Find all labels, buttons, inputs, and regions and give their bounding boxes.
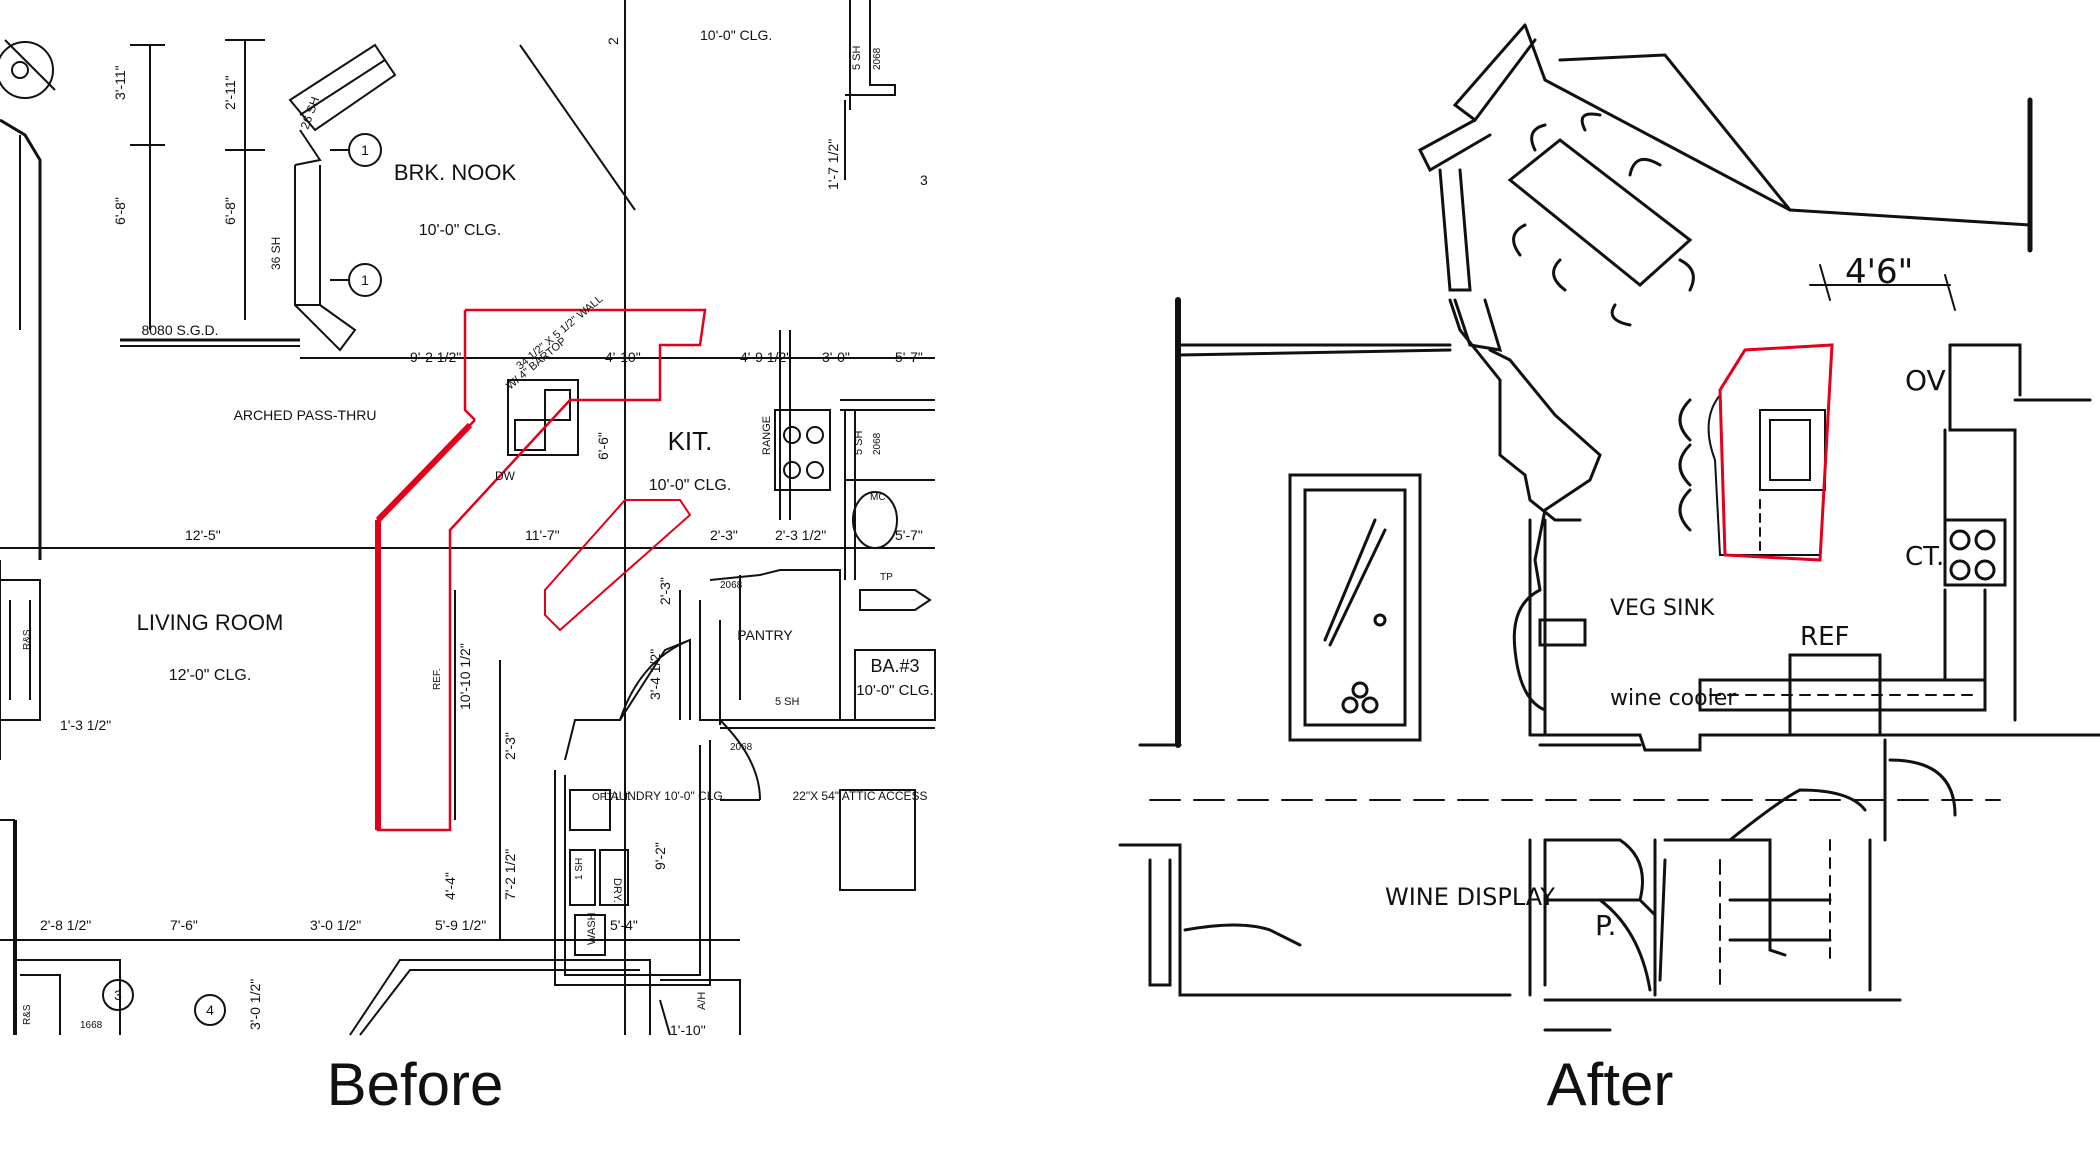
window-5sh-top: 5 SH <box>851 45 863 70</box>
dim-27: 5'-9 1/2" <box>435 917 486 933</box>
dim-24: 2'-8 1/2" <box>40 917 91 933</box>
dim-29: 3'-0 1/2" <box>247 979 263 1030</box>
window-5sh-kitchen: 5 SH <box>853 430 865 455</box>
dim-7: 4'-9 1/2" <box>740 349 791 365</box>
wine-display-label: WINE DISPLAY <box>1385 883 1555 911</box>
dim-28: 5'-4" <box>610 917 638 933</box>
refrigerator-label: REF. <box>432 668 443 690</box>
dishwasher-label: DW <box>495 469 516 483</box>
dim-14: 2'-3 1/2" <box>775 527 826 543</box>
door-1668: 1668 <box>80 1020 103 1031</box>
door-2068-kitchen: 2068 <box>872 432 883 455</box>
dim-5: 9'-2 1/2" <box>410 349 461 365</box>
wall-spec: 34 1/2" X 5 1/2" WALL <box>514 293 605 372</box>
door-2068-top: 2068 <box>872 47 883 70</box>
dim-33: 4'-4" <box>442 872 458 900</box>
after-plan-sketch: 4'6" OV CT. VEG SINK wine cooler REF WIN… <box>1118 23 2100 1032</box>
air-handler-label: A/H <box>696 992 708 1010</box>
after-floor-plan: 4'6" OV CT. VEG SINK wine cooler REF WIN… <box>1110 0 2100 1040</box>
refrigerator-label: REF <box>1800 622 1849 652</box>
dim-25: 7'-6" <box>170 917 198 933</box>
dim-32: 3 <box>920 172 928 188</box>
window-36sh: 36 SH <box>269 237 283 270</box>
range-label: RANGE <box>761 416 773 455</box>
dim-20: 2'-3" <box>502 732 518 760</box>
dim-8: 3'-0" <box>822 349 850 365</box>
dim-12: 6'-6" <box>595 432 611 460</box>
kitchen-ceiling: 10'-0" CLG. <box>649 477 732 494</box>
wine-cooler-label: wine cooler <box>1610 686 1737 711</box>
dim-11: 11'-7" <box>525 527 560 543</box>
washer-label: WASH <box>586 912 598 945</box>
dim-26: 3'-0 1/2" <box>310 917 361 933</box>
dim-23: 1'-3 1/2" <box>60 717 111 733</box>
window-marker-2: 1 <box>361 272 369 288</box>
veg-sink-label: VEG SINK <box>1610 596 1715 621</box>
dim-6: 4'-10" <box>605 349 641 365</box>
mc-label: MC <box>870 492 886 503</box>
after-caption: After <box>1546 1051 1674 1118</box>
bath-ceiling: 10'-0" CLG. <box>856 682 933 699</box>
section-marker-4: 4 <box>206 1002 214 1018</box>
pantry-label: P. <box>1595 909 1616 942</box>
living-room-name: LIVING ROOM <box>137 610 284 635</box>
window-5sh-pantry: 5 SH <box>775 696 800 708</box>
dim-2: 6'-8" <box>112 197 128 225</box>
before-plan-drawing: BRK. NOOK 10'-0" CLG. KIT. 10'-0" CLG. L… <box>0 0 936 1038</box>
door-2068-pantry: 2068 <box>720 580 743 591</box>
dim-9: 5'-7" <box>895 349 923 365</box>
dim-31: 2 <box>605 37 621 45</box>
dryer-label: DRY. <box>611 878 623 903</box>
nook-name: BRK. NOOK <box>394 160 517 185</box>
nook-ceiling: 10'-0" CLG. <box>419 222 502 239</box>
sgd-label: 8080 S.G.D. <box>141 322 218 338</box>
dim-19: 3'-4 1/2" <box>647 649 663 700</box>
oven-label: OV <box>1905 364 1946 397</box>
island-dimension: 4'6" <box>1845 252 1913 292</box>
pantry-label: PANTRY <box>737 627 793 643</box>
dim-4: 6'-8" <box>222 197 238 225</box>
dim-22: 9'-2" <box>652 842 668 870</box>
window-marker-1: 1 <box>361 142 369 158</box>
dim-16: 1'-7 1/2" <box>825 139 841 190</box>
before-floor-plan: BRK. NOOK 10'-0" CLG. KIT. 10'-0" CLG. L… <box>0 0 940 1040</box>
kitchen-name: KIT. <box>668 426 713 456</box>
section-marker-3: 3 <box>114 987 122 1003</box>
window-1sh: 1 SH <box>574 858 585 880</box>
dim-21: 7'-2 1/2" <box>502 849 518 900</box>
ceiling-top: 10'-0" CLG. <box>700 27 772 43</box>
optional-laundry-tub: OPT L.T. <box>592 792 631 803</box>
cooktop-label: CT. <box>1905 542 1944 572</box>
dim-10: 12'-5" <box>185 527 221 543</box>
tp-label: TP <box>880 572 893 583</box>
dim-13: 2'-3" <box>710 527 738 543</box>
door-2068-laundry: 2068 <box>730 742 753 753</box>
before-caption: Before <box>326 1051 504 1118</box>
bath-name: BA.#3 <box>870 656 919 676</box>
attic-access: 22"X 54" ATTIC ACCESS <box>792 789 927 803</box>
dim-1: 3'-11" <box>112 65 128 100</box>
rod-and-shelf-2: R&S <box>22 1004 33 1025</box>
dim-18: 2'-3" <box>657 577 673 605</box>
rod-and-shelf: R&S <box>22 629 33 650</box>
living-room-ceiling: 12'-0" CLG. <box>169 667 252 684</box>
dim-15: 5'-7" <box>895 527 923 543</box>
dim-17: 10'-10 1/2" <box>457 643 473 710</box>
dim-30: 1'-10" <box>670 1022 706 1038</box>
dim-3: 2'-11" <box>222 75 238 110</box>
arched-pass-thru: ARCHED PASS-THRU <box>234 407 377 423</box>
laundry-label: LAUNDRY 10'-0" CLG. <box>604 789 726 803</box>
